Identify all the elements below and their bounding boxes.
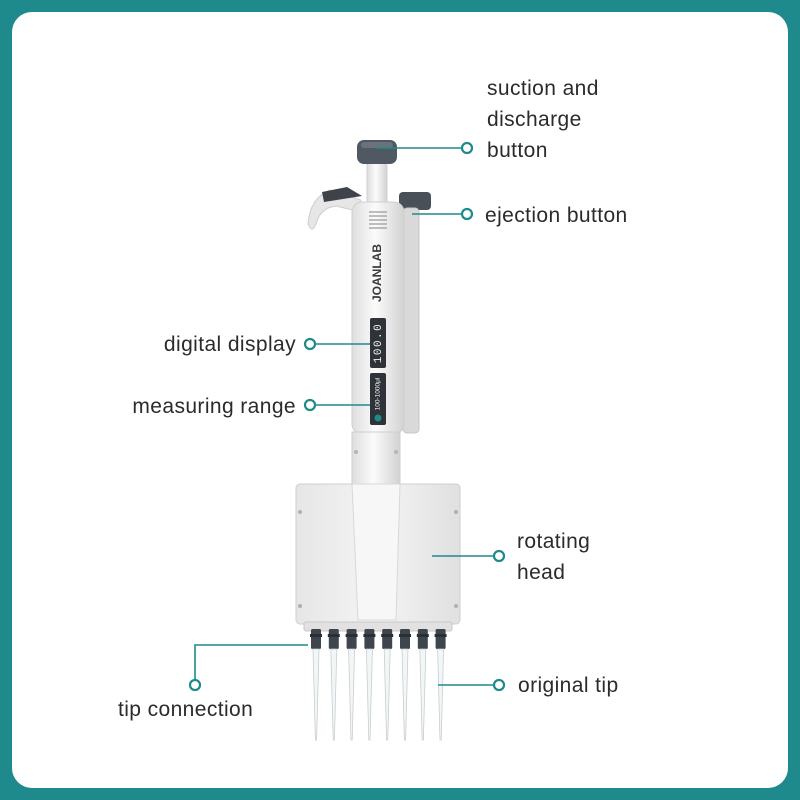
pipette-diagram: JOANLAB 100.0 100-1000μl bbox=[188, 140, 506, 741]
original-tip-pointer bbox=[492, 678, 506, 692]
plunger-rod bbox=[366, 161, 388, 208]
digital-display-pointer bbox=[303, 337, 317, 351]
nozzle bbox=[435, 629, 446, 649]
pipette-tip bbox=[437, 648, 445, 741]
label-measuring-range: measuring range bbox=[132, 395, 296, 418]
label-tip-connection: tip connection bbox=[118, 698, 254, 721]
callouts bbox=[188, 141, 506, 692]
nozzle-band bbox=[345, 634, 358, 637]
range-text: 100-1000μl bbox=[375, 377, 382, 410]
nozzle bbox=[364, 629, 375, 649]
nozzle bbox=[328, 629, 339, 649]
digital-display-window bbox=[370, 318, 386, 368]
digital-display-value: 100.0 bbox=[373, 323, 385, 364]
nozzle-band bbox=[416, 634, 429, 637]
nozzle-band bbox=[363, 634, 376, 637]
tip-connection-pointer bbox=[188, 678, 202, 692]
finger-hook bbox=[307, 189, 362, 230]
nozzle-band bbox=[381, 634, 394, 637]
nozzle bbox=[400, 629, 410, 649]
label-rotating-head: rotating head bbox=[517, 530, 591, 584]
pipette-tip bbox=[348, 648, 356, 741]
nozzle bbox=[311, 629, 321, 649]
pipette-tip bbox=[401, 648, 409, 741]
pipette-tip bbox=[330, 648, 338, 741]
rotating-head-pointer bbox=[492, 549, 506, 563]
pipette-tip bbox=[365, 648, 373, 741]
label-original-tip: original tip bbox=[518, 674, 619, 697]
measuring-range-pointer bbox=[303, 398, 317, 412]
pipette-illustration: JOANLAB 100.0 100-1000μl bbox=[295, 140, 461, 741]
tip-nozzles bbox=[310, 629, 447, 741]
label-ejection-button: ejection button bbox=[485, 204, 628, 227]
suction-button-pointer bbox=[460, 141, 474, 155]
nozzle-band bbox=[327, 634, 340, 637]
pipette-tip bbox=[383, 648, 391, 741]
brand-text: JOANLAB bbox=[370, 244, 384, 302]
manifold-rail bbox=[303, 621, 453, 632]
nozzle-band bbox=[434, 634, 447, 637]
nozzle bbox=[346, 629, 357, 649]
nozzle-band bbox=[399, 634, 411, 637]
nozzle bbox=[417, 629, 428, 649]
pipette-tip bbox=[312, 648, 320, 741]
nozzle-band bbox=[310, 634, 322, 637]
pipette-tip bbox=[419, 648, 427, 741]
grip-ridges bbox=[369, 211, 387, 229]
ejection-button-pointer bbox=[460, 207, 474, 221]
nozzle bbox=[382, 629, 393, 649]
ejector-button bbox=[399, 192, 431, 210]
range-badge bbox=[370, 373, 386, 425]
label-digital-display: digital display bbox=[163, 333, 296, 356]
ejector-bar bbox=[402, 207, 420, 434]
label-suction-discharge-button: suction and discharge button bbox=[487, 77, 599, 162]
diagram-card: JOANLAB 100.0 100-1000μl bbox=[12, 12, 788, 788]
shaft bbox=[351, 431, 401, 493]
